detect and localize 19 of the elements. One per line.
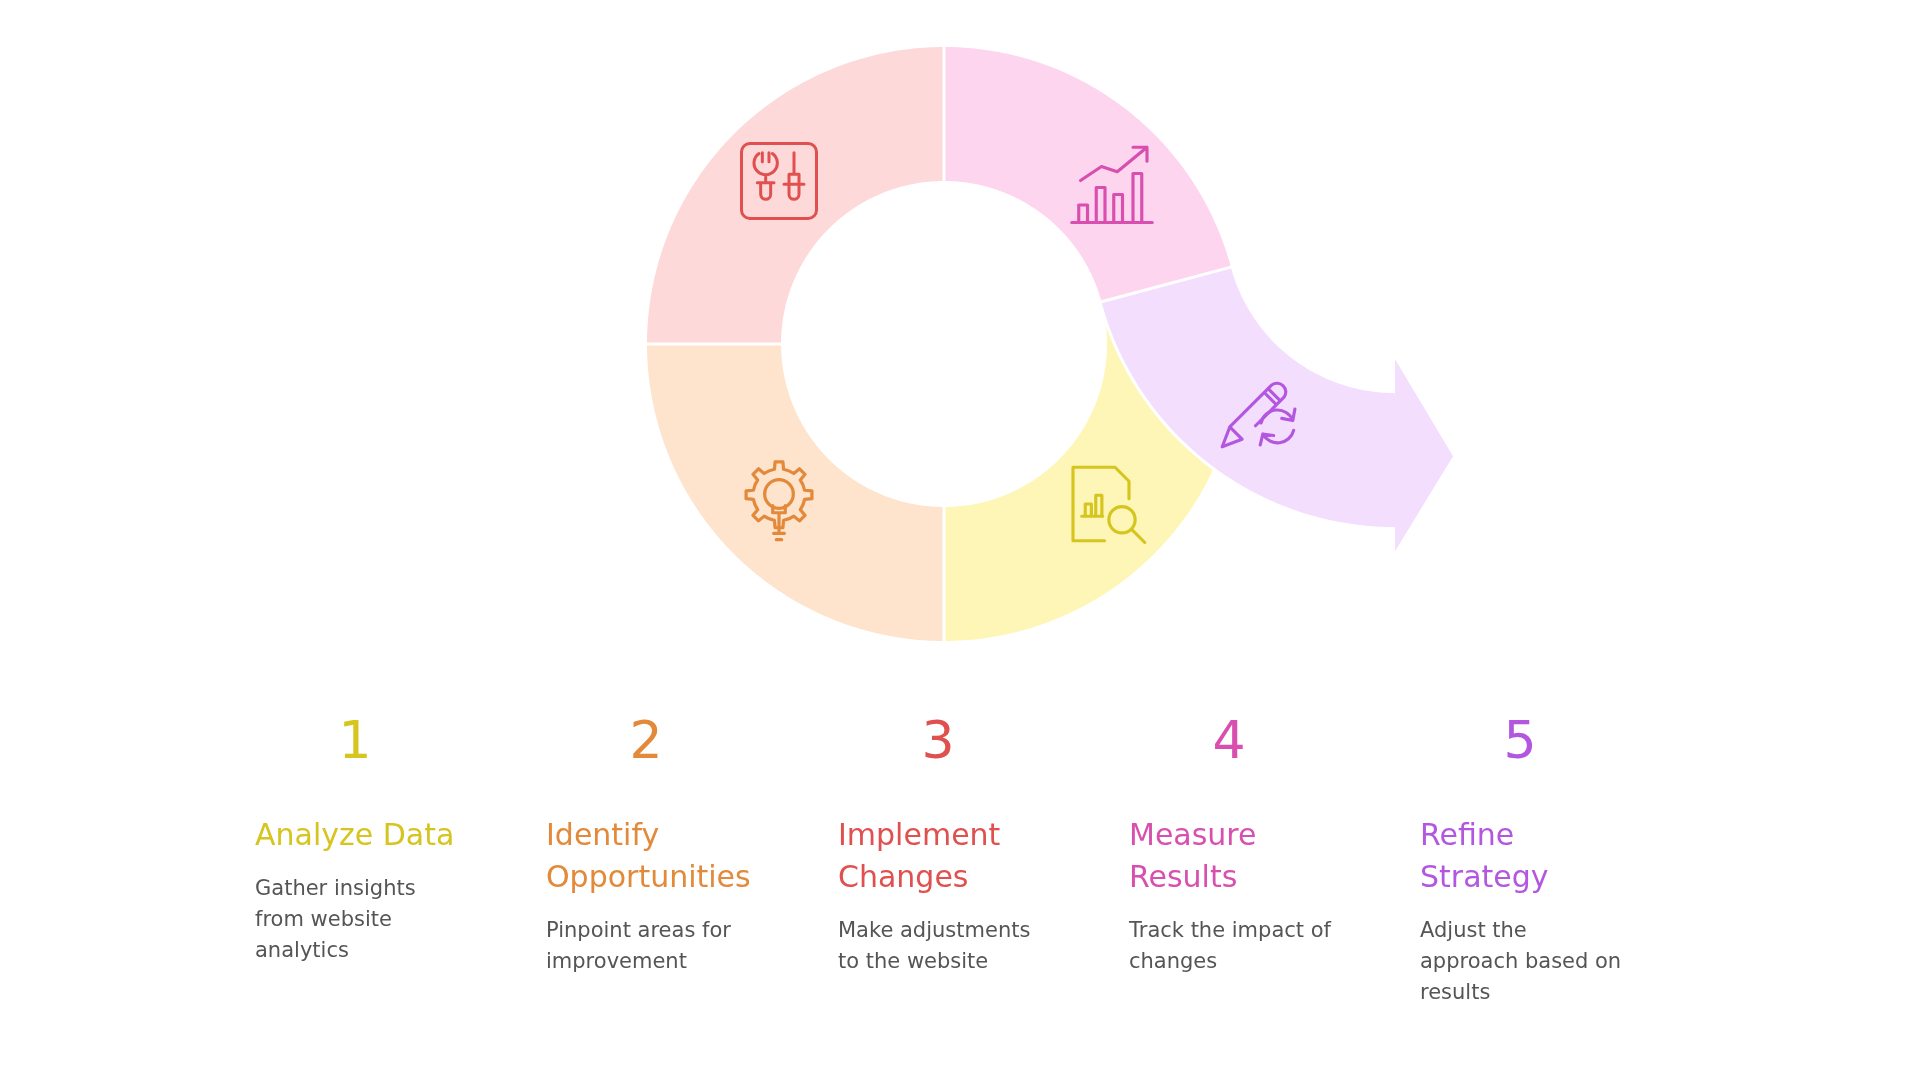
step-title: Measure Results — [1129, 816, 1258, 896]
step-title: Identify Opportunities — [546, 816, 752, 896]
ring-segment — [647, 47, 943, 343]
step-description: Pinpoint areas for improvement — [546, 917, 732, 975]
step-description: Gather insights from website analytics — [255, 875, 417, 964]
step-number: 3 — [921, 714, 955, 766]
step-description: Adjust the approach based on results — [1420, 917, 1623, 1006]
ring-segment — [945, 47, 1231, 301]
ring-segment — [647, 345, 943, 641]
step-number: 1 — [338, 714, 372, 766]
step-description: Track the impact of changes — [1129, 917, 1333, 975]
step-title: Implement Changes — [838, 816, 1002, 896]
curved-arrow — [1101, 268, 1454, 552]
step-description: Make adjustments to the website — [838, 917, 1032, 975]
step-number: 5 — [1503, 714, 1537, 766]
step-number: 4 — [1212, 714, 1246, 766]
step-title: Refine Strategy — [1420, 816, 1550, 896]
step-number: 2 — [629, 714, 663, 766]
step-title: Analyze Data — [255, 816, 455, 854]
